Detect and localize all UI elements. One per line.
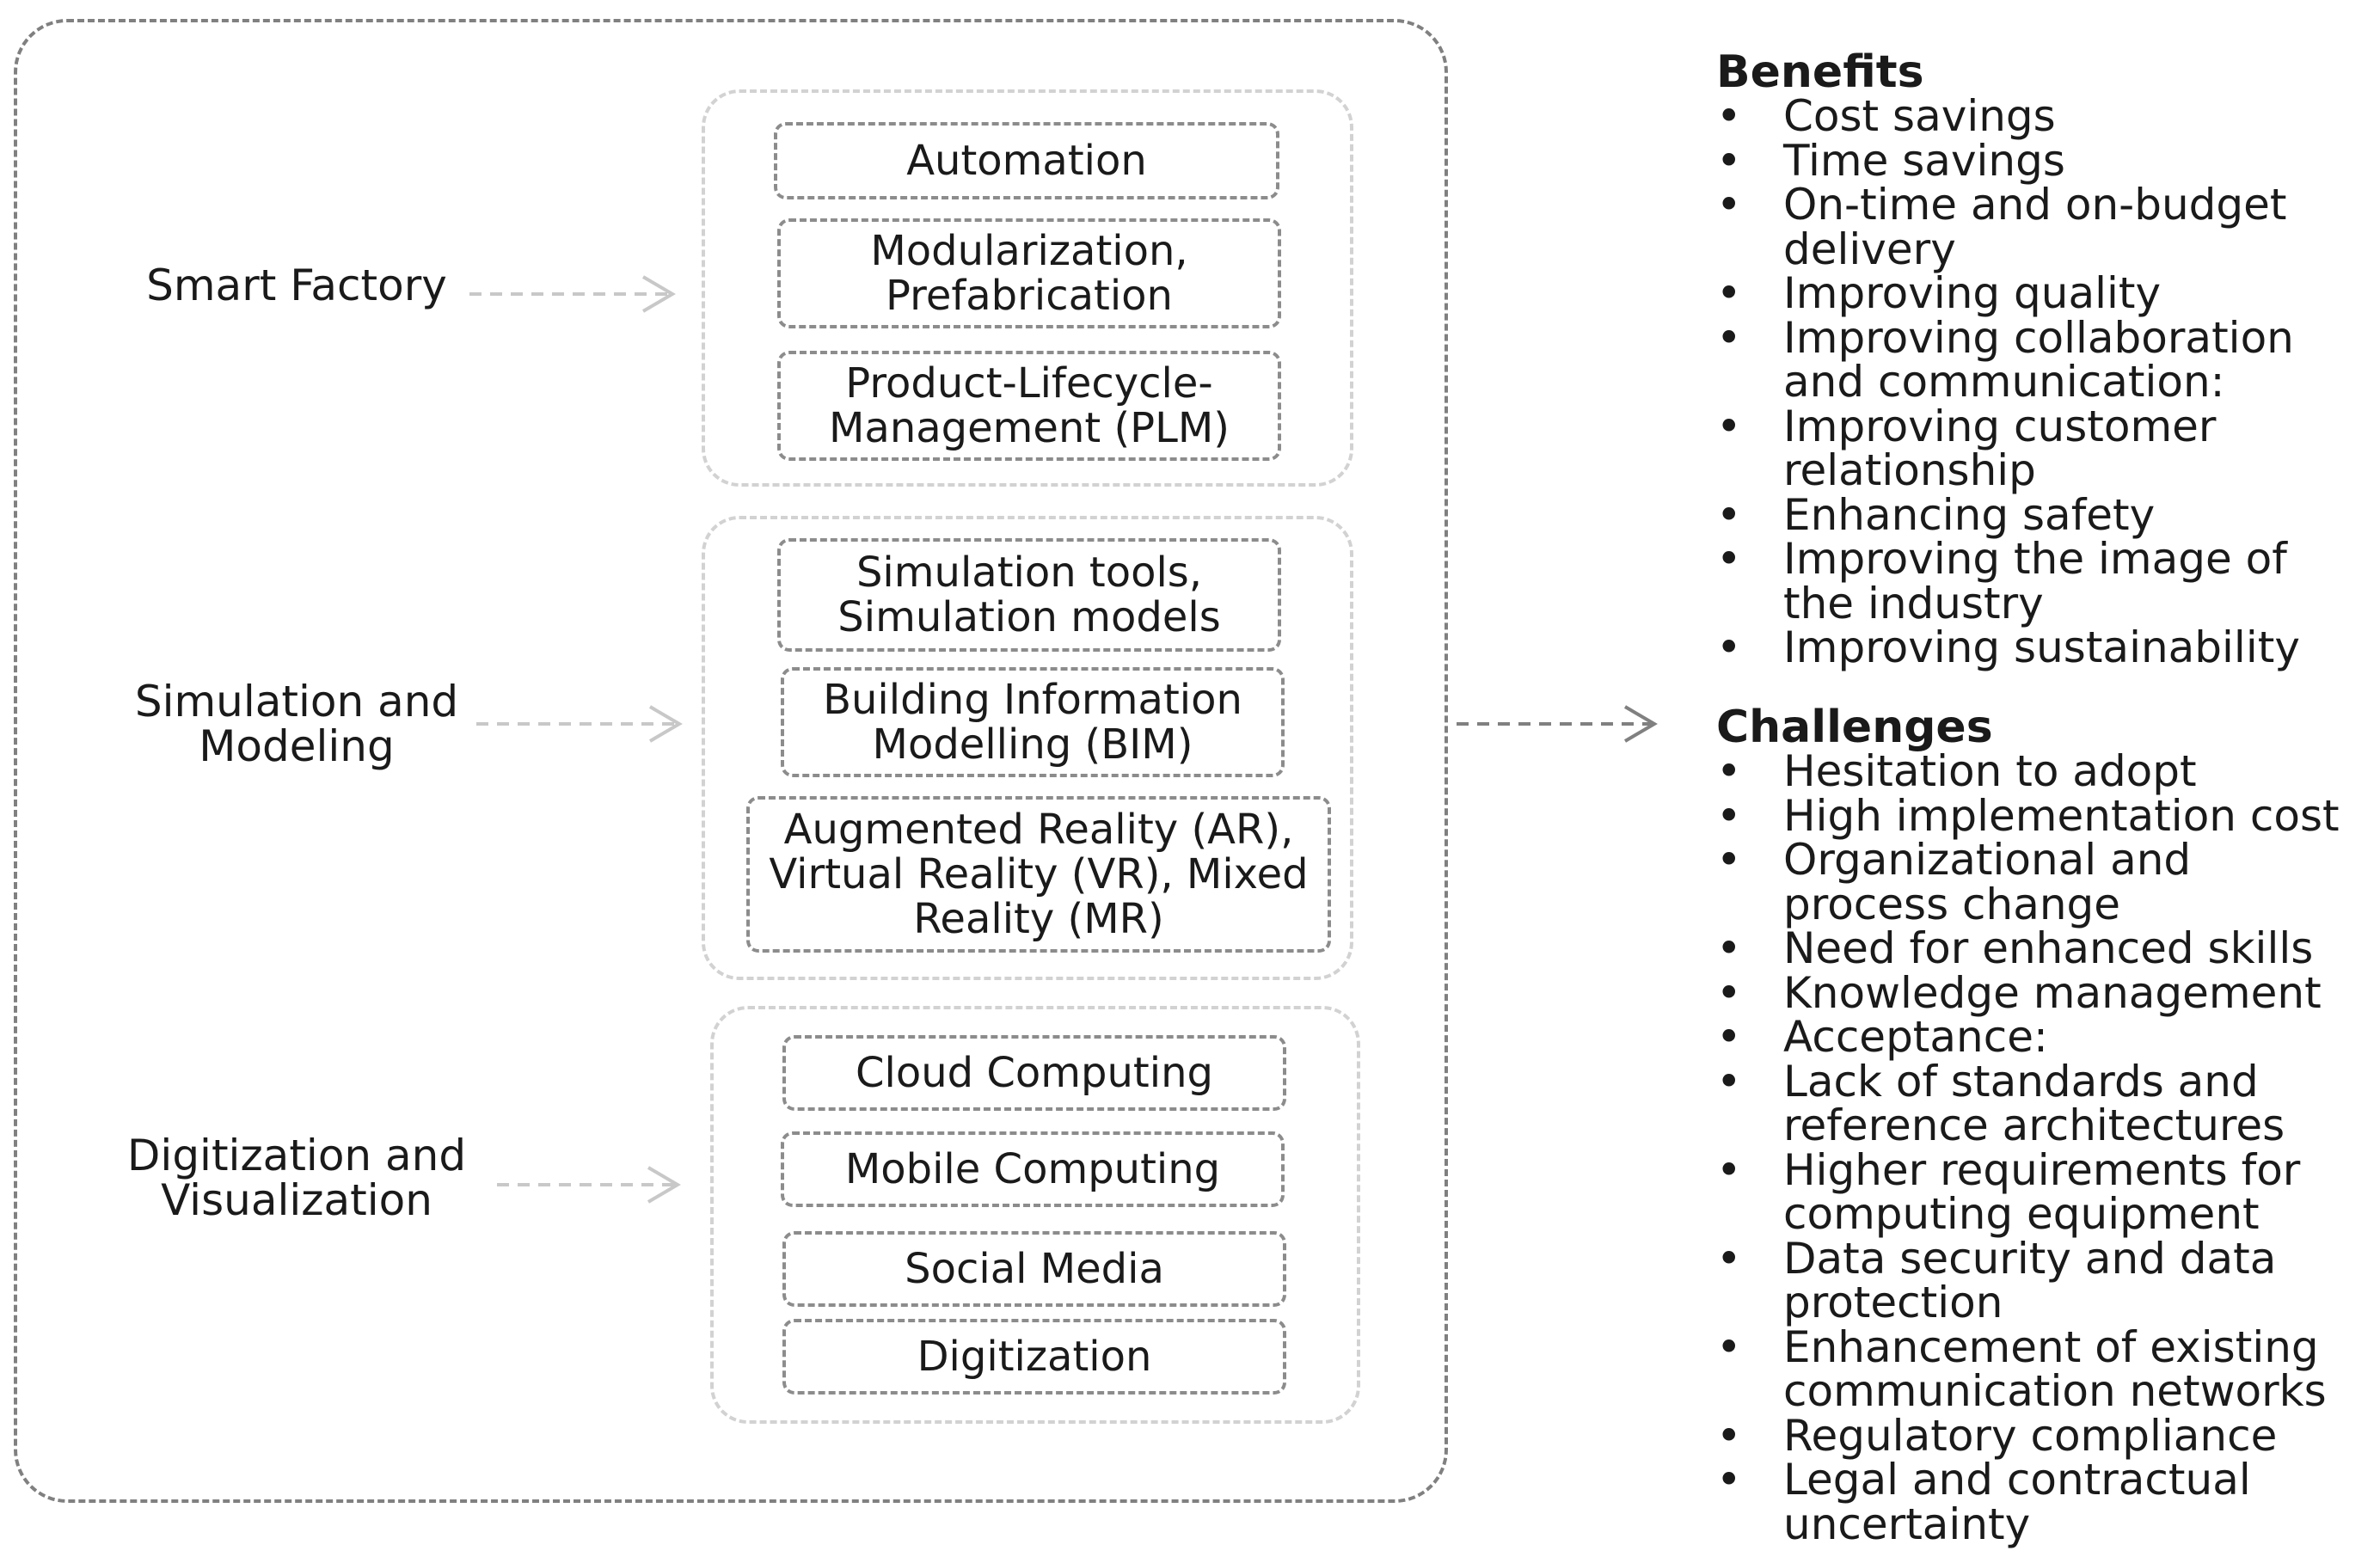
challenge-item: • Hesitation to adopt [1716,746,2370,796]
bullet-icon: • [1716,790,1742,841]
benefit-item-text: Improving customer relationship [1783,401,2217,495]
digitization-visualization-group [710,1006,1360,1424]
challenge-item: • Higher requirements for computing equip… [1716,1144,2370,1237]
tech-box-modularization-prefabrication: Modularization, Prefabrication [777,218,1281,328]
challenges-title: Challenges [1716,702,1993,753]
challenge-item-text: Regulatory compliance [1783,1410,2278,1461]
challenge-item-text: Acceptance: [1783,1012,2048,1062]
challenge-item-text: Legal and contractual uncertainty [1783,1455,2251,1549]
tech-box-simulation-tools: Simulation tools, Simulation models [777,538,1281,652]
benefit-item: •Improving collaboration and communicati… [1716,316,2370,405]
bullet-icon: • [1716,1056,1742,1106]
benefit-item-text: Improving the image of the industry [1783,534,2287,628]
tech-box-mobile-computing: Mobile Computing [781,1131,1285,1207]
arrow-digitization-visualization [497,1166,681,1204]
technologies-frame [14,19,1448,1503]
benefit-item: • Improving the image of the industry [1716,534,2370,628]
challenge-item: • Need for enhanced skills [1716,923,2370,973]
category-label-digitization-visualization: Digitization and Visualization [126,1131,467,1225]
benefit-item-text: Enhancing safety [1783,489,2156,540]
category-label-simulation-modeling: Simulation and Modeling [134,677,459,771]
challenge-item-text: Lack of standards and reference architec… [1783,1056,2285,1150]
bullet-icon: • [1716,1233,1742,1284]
bullet-icon: • [1716,923,1742,973]
bullet-icon: • [1716,91,1742,141]
benefit-item-text: Improving quality [1783,268,2162,318]
bullet-icon: • [1716,268,1742,318]
bullet-icon: • [1716,534,1742,584]
category-label-smart-factory: Smart Factory [146,261,447,310]
challenge-item: • Knowledge management [1716,967,2370,1018]
benefit-item: • Improving quality [1716,268,2370,318]
challenge-item-text: Knowledge management [1783,967,2322,1018]
benefit-item: • Improving sustainability [1716,622,2370,672]
benefits-title: Benefits [1716,46,1924,98]
challenges-list: •Hesitation to adopt•High implementation… [1716,746,2370,1549]
challenge-item-text: Data security and data protection [1783,1233,2277,1327]
bullet-icon: • [1716,967,1742,1018]
bullet-icon: • [1716,180,1742,230]
benefit-item: • Improving customer relationship [1716,401,2370,495]
tech-box-ar-vr-mr: Augmented Reality (AR), Virtual Reality … [746,796,1331,953]
bullet-icon: • [1716,1012,1742,1062]
tech-box-cloud-computing: Cloud Computing [782,1035,1286,1111]
simulation-modeling-group [702,516,1353,980]
challenge-item: • Organizational and process change [1716,835,2370,929]
bullet-icon: • [1716,401,1742,451]
challenge-item: • Enhancement of existing communication n… [1716,1321,2370,1414]
arrow-smart-factory [469,275,676,313]
bullet-icon: • [1716,135,1742,186]
benefit-item-text: Time savings [1783,135,2065,186]
tech-box-social-media: Social Media [782,1231,1286,1307]
challenge-item: • Regulatory compliance [1716,1410,2370,1461]
bullet-icon: • [1716,835,1742,885]
benefits-section: Benefits •Cost savings•Time savings•On-t… [1716,50,2370,671]
arrow-simulation-modeling [476,705,683,743]
bullet-icon: • [1716,1321,1742,1372]
challenge-item: • Acceptance: [1716,1015,2370,1060]
arrow-to-outcomes [1457,705,1658,743]
challenge-item: • Data security and data protection [1716,1233,2370,1327]
tech-box-plm: Product-Lifecycle- Management (PLM) [777,351,1281,461]
bullet-icon: • [1716,489,1742,540]
bullet-icon: • [1716,1144,1742,1195]
challenge-item-text: High implementation cost [1783,790,2340,841]
bullet-icon: • [1716,622,1742,672]
tech-box-bim: Building Information Modelling (BIM) [781,667,1285,777]
challenge-item-text: Enhancement of existing communication ne… [1783,1321,2327,1416]
tech-box-automation: Automation [774,122,1279,199]
challenge-item-text: Organizational and process change [1783,835,2192,929]
benefits-list: • Cost savings • Time savings • On-time and o… [1716,91,2370,672]
challenge-item-text: Higher requirements for computing equipm… [1783,1144,2301,1239]
bullet-icon: • [1716,1410,1742,1461]
bullet-icon: • [1716,1455,1742,1505]
challenge-item: •High implementation cost [1716,794,2370,839]
tech-box-digitization: Digitization [782,1319,1286,1395]
challenge-item-text: Hesitation to adopt [1783,746,2197,796]
bullet-icon: • [1716,746,1742,796]
challenge-item: • Legal and contractual uncertainty [1716,1455,2370,1549]
benefit-item: •Enhancing safety [1716,493,2370,538]
benefit-item-text: Improving sustainability [1783,622,2300,672]
benefit-item: • On-time and on-budget delivery [1716,180,2370,274]
benefit-item: • Time savings [1716,135,2370,186]
challenges-section: Challenges •Hesitation to adopt•High imp… [1716,705,2370,1547]
challenge-item: • Lack of standards and reference archite… [1716,1056,2370,1150]
challenge-item-text: Need for enhanced skills [1783,923,2314,973]
benefit-item-text: Improving collaboration and communicatio… [1783,312,2294,407]
benefit-item-text: On-time and on-budget delivery [1783,180,2287,274]
smart-factory-group [702,89,1353,487]
benefit-item-text: Cost savings [1783,91,2056,141]
benefit-item: • Cost savings [1716,91,2370,141]
bullet-icon: • [1716,312,1742,363]
